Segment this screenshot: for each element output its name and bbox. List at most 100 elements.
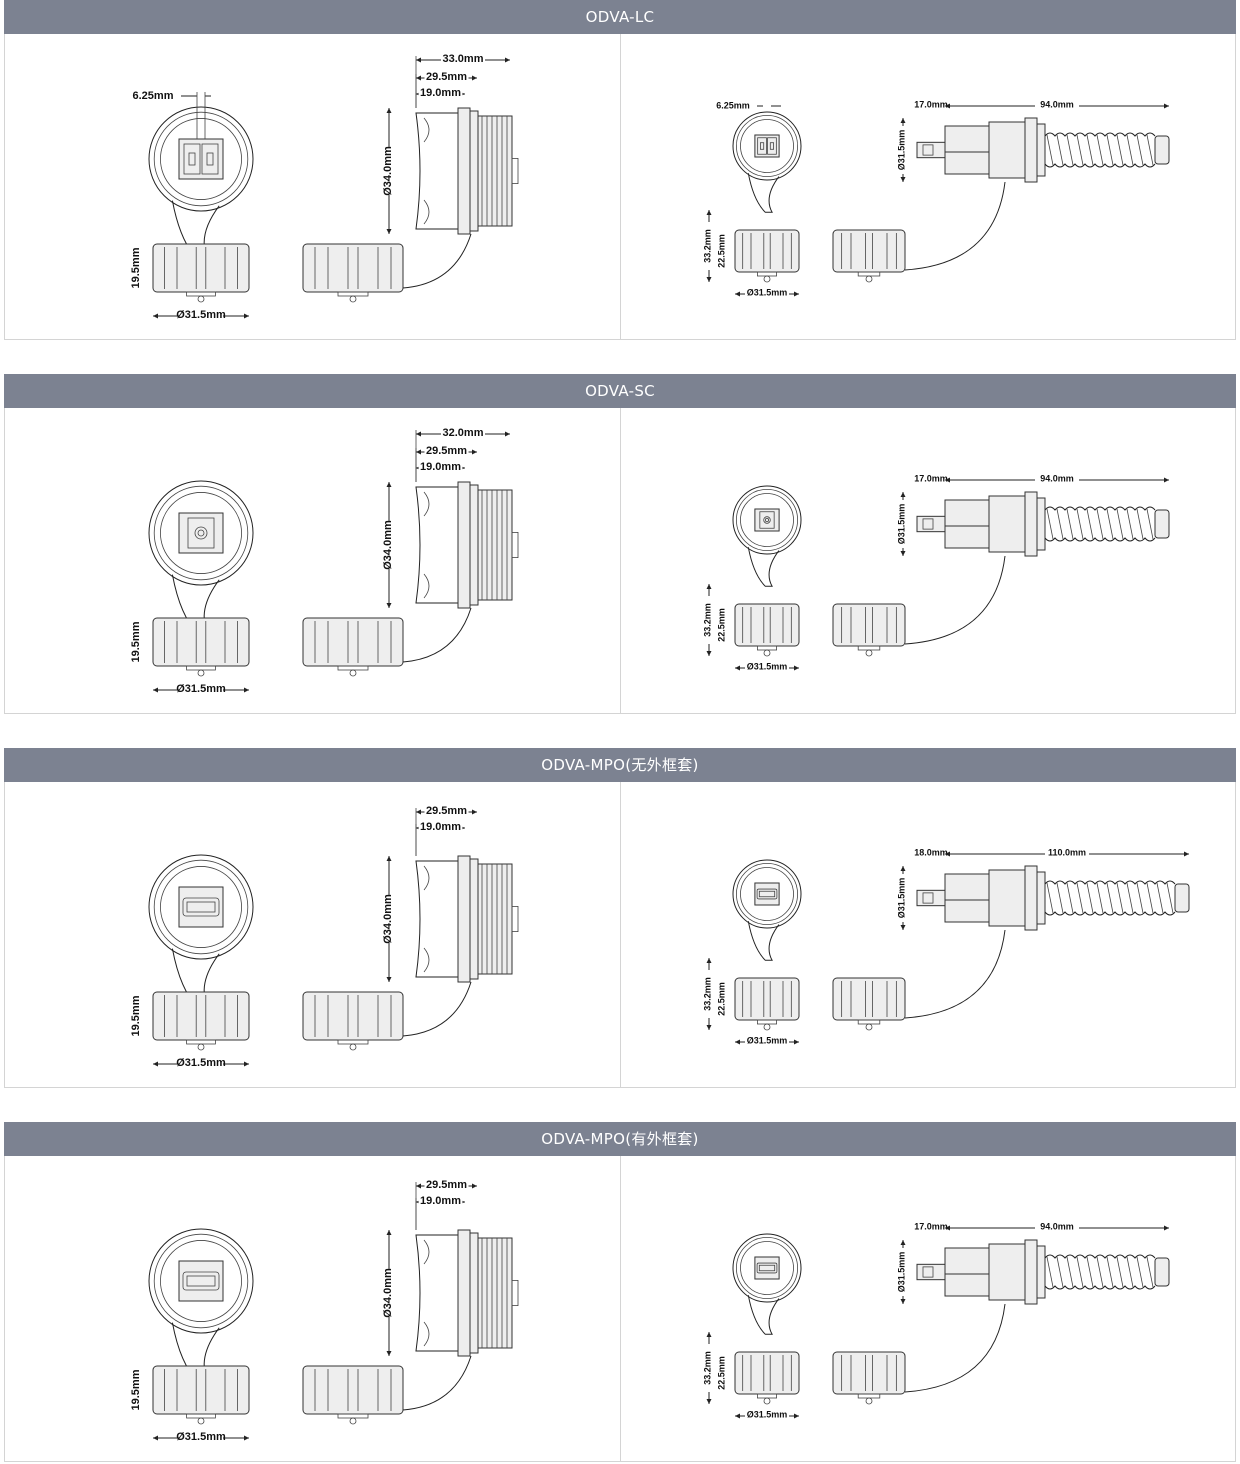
plug-cap-diameter-dimension: Ø31.5mm	[747, 287, 788, 297]
bot-length-dimension: 19.0mm	[420, 461, 461, 473]
cap-height-dimension: 19.5mm	[130, 1369, 142, 1410]
cap-height-dimension: 19.5mm	[130, 621, 142, 662]
plug-cap-front	[734, 1351, 800, 1405]
mid-length-dimension: 29.5mm	[426, 71, 467, 83]
plug-cap-diameter-dimension: Ø31.5mm	[747, 661, 788, 671]
plug-width-dimension: 6.25mm	[716, 100, 750, 110]
cap-diameter-dimension: Ø31.5mm	[176, 309, 226, 321]
plug-cap-front	[734, 603, 800, 657]
plug-cap-diameter-dimension: Ø31.5mm	[747, 1035, 788, 1045]
side-view	[415, 1229, 519, 1357]
front-view	[148, 1228, 254, 1383]
cap-diameter-dimension: Ø31.5mm	[176, 683, 226, 695]
plug-height-dimension: 33.2mm	[702, 977, 712, 1011]
plug-cap-height-dimension: 22.5mm	[716, 1356, 726, 1390]
dimension-drawing: 6.25mm19.5mmØ31.5mmØ34.0mm33.0mm29.5mm19…	[130, 53, 1170, 321]
body-diameter-dimension: Ø34.0mm	[382, 894, 394, 944]
plug-diameter-dimension: Ø31.5mm	[896, 1252, 906, 1293]
panel-divider	[620, 34, 621, 339]
dust-cap-front	[152, 617, 250, 677]
body-diameter-dimension: Ø34.0mm	[382, 520, 394, 570]
plug-length-dimension: 110.0mm	[1048, 847, 1086, 857]
dust-cap-front	[152, 991, 250, 1051]
front-view	[148, 854, 254, 1009]
bot-length-dimension: 19.0mm	[420, 87, 461, 99]
plug-height-dimension: 33.2mm	[702, 229, 712, 263]
plug-side-view	[916, 491, 1170, 557]
ferrule-length-dimension: 18.0mm	[914, 847, 948, 857]
side-view	[415, 855, 519, 983]
plug-diameter-dimension: Ø31.5mm	[896, 878, 906, 919]
plug-height-dimension: 33.2mm	[702, 603, 712, 637]
side-view	[415, 481, 519, 609]
ferrule-length-dimension: 17.0mm	[914, 1221, 948, 1231]
plug-side-view	[916, 1239, 1170, 1305]
plug-cap-side	[832, 1351, 906, 1405]
plug-cap-height-dimension: 22.5mm	[716, 234, 726, 268]
dust-cap-front	[152, 1365, 250, 1425]
plug-length-dimension: 94.0mm	[1040, 1221, 1074, 1231]
plug-front-view	[732, 111, 802, 213]
receptacle-drawing: 6.25mm19.5mmØ31.5mmØ34.0mm33.0mm29.5mm19…	[130, 53, 519, 321]
front-view	[148, 106, 254, 261]
plug-cap-diameter-dimension: Ø31.5mm	[747, 1409, 788, 1419]
ferrule-length-dimension: 17.0mm	[914, 473, 948, 483]
bot-length-dimension: 19.0mm	[420, 821, 461, 833]
dust-cap-side	[302, 617, 404, 677]
section-title: ODVA-LC	[4, 0, 1236, 34]
mid-length-dimension: 29.5mm	[426, 445, 467, 457]
plug-length-dimension: 94.0mm	[1040, 99, 1074, 109]
plug-cap-side	[832, 229, 906, 283]
cap-diameter-dimension: Ø31.5mm	[176, 1431, 226, 1443]
plug-height-dimension: 33.2mm	[702, 1351, 712, 1385]
cap-height-dimension: 19.5mm	[130, 995, 142, 1036]
plug-cap-height-dimension: 22.5mm	[716, 982, 726, 1016]
plug-diameter-dimension: Ø31.5mm	[896, 130, 906, 171]
body-diameter-dimension: Ø34.0mm	[382, 1268, 394, 1318]
plug-cap-front	[734, 229, 800, 283]
plug-front-view	[732, 859, 802, 961]
plug-cap-front	[734, 977, 800, 1031]
plug-cap-height-dimension: 22.5mm	[716, 608, 726, 642]
plug-cap-side	[832, 603, 906, 657]
width-dimension: 6.25mm	[133, 90, 174, 102]
plug-front-view	[732, 1233, 802, 1335]
dust-cap-side	[302, 243, 404, 303]
mid-length-dimension: 29.5mm	[426, 805, 467, 817]
cap-height-dimension: 19.5mm	[130, 247, 142, 288]
dust-cap-side	[302, 1365, 404, 1425]
cap-diameter-dimension: Ø31.5mm	[176, 1057, 226, 1069]
section-title: ODVA-SC	[4, 374, 1236, 408]
panel-divider	[620, 782, 621, 1087]
dimension-drawing: 19.5mmØ31.5mmØ34.0mm32.0mm29.5mm19.0mm33…	[130, 427, 1170, 695]
top-length-dimension: 32.0mm	[443, 427, 484, 439]
body-diameter-dimension: Ø34.0mm	[382, 146, 394, 196]
dust-cap-side	[302, 991, 404, 1051]
plug-cap-side	[832, 977, 906, 1031]
ferrule-length-dimension: 17.0mm	[914, 99, 948, 109]
plug-side-view	[916, 117, 1170, 183]
front-view	[148, 480, 254, 635]
plug-side-view	[916, 865, 1190, 931]
side-view	[415, 107, 519, 235]
panel-divider	[620, 1156, 621, 1461]
section-title: ODVA-MPO(无外框套)	[4, 748, 1236, 782]
plug-diameter-dimension: Ø31.5mm	[896, 504, 906, 545]
plug-front-view	[732, 485, 802, 587]
